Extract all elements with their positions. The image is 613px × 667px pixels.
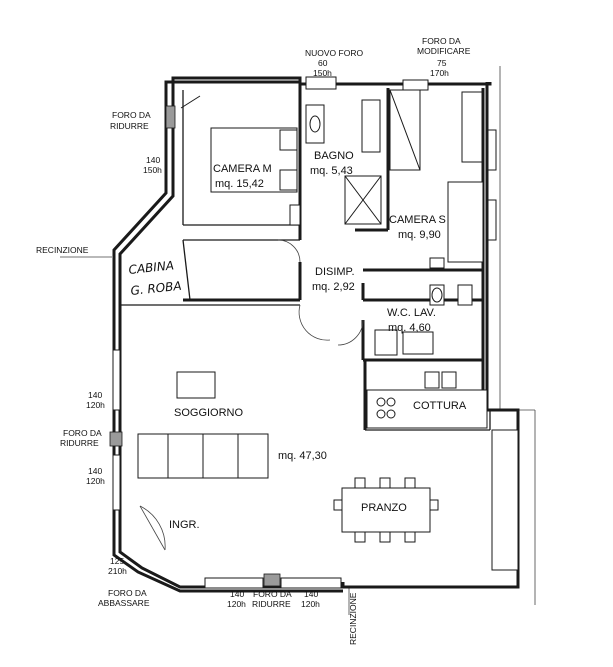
dim-left-upper-line2: 120h (86, 400, 105, 410)
cabina-line1: CABINA (128, 258, 175, 277)
soggiorno-area: mq. 47,30 (278, 450, 327, 462)
cottura-name: COTTURA (413, 400, 467, 412)
camera-s-area: mq. 9,90 (398, 229, 441, 241)
dim-left-lower-line2: 120h (86, 476, 105, 486)
wc-lav-area: mq. 4,60 (388, 322, 431, 334)
cottura-fixtures (366, 371, 488, 429)
wc-fixtures (374, 284, 473, 356)
foro-modificare-line1: FORO DA (422, 36, 461, 46)
foro-abbassare-line2: ABBASSARE (98, 598, 150, 608)
dim-125-210-line2: 210h (108, 566, 127, 576)
room-labels: CAMERA M mq. 15,42 BAGNO mq. 5,43 CAMERA… (128, 150, 467, 531)
disimp-area: mq. 2,92 (312, 281, 355, 293)
foro-ridurre-top-line1: FORO DA (112, 110, 151, 120)
dim-bottom-right-line2: 120h (301, 599, 320, 609)
foro-modificare-line2: MODIFICARE (417, 46, 471, 56)
recinzione-bottom: RECINZIONE (348, 592, 358, 645)
dim-left-lower-line1: 140 (88, 466, 102, 476)
soggiorno-furniture (137, 371, 269, 479)
foro-ridurre-bottom-line1: FORO DA (253, 589, 292, 599)
dim-140-150-line1: 140 (146, 155, 160, 165)
dim-left-upper-line1: 140 (88, 390, 102, 400)
camera-m-area: mq. 15,42 (215, 178, 264, 190)
dim-140-150-line2: 150h (143, 165, 162, 175)
pranzo-table (333, 477, 439, 543)
ingr-name: INGR. (169, 519, 200, 531)
dim-bottom-left-line2: 120h (227, 599, 246, 609)
annotations: NUOVO FORO 60 150h FORO DA MODIFICARE 75… (36, 36, 471, 645)
bagno-name: BAGNO (314, 150, 354, 162)
foro-modificare-line3: 75 (437, 58, 447, 68)
wc-lav-name: W.C. LAV. (387, 307, 436, 319)
recinzione-left: RECINZIONE (36, 245, 89, 255)
bagno-area: mq. 5,43 (310, 165, 353, 177)
nuovo-foro-line2: 60 (318, 58, 328, 68)
disimp-name: DISIMP. (315, 266, 355, 278)
dim-bottom-left-line1: 140 (230, 589, 244, 599)
foro-ridurre-bottom-line2: RIDURRE (252, 599, 291, 609)
doors (139, 239, 364, 551)
foro-modificare-line4: 170h (430, 68, 449, 78)
soggiorno-name: SOGGIORNO (174, 407, 244, 419)
camera-s-name: CAMERA S (389, 214, 446, 226)
camera-s-furniture (389, 89, 484, 269)
windows (109, 76, 519, 589)
pranzo-name: PRANZO (361, 502, 407, 514)
bagno-fixtures (305, 99, 382, 225)
nuovo-foro-line3: 150h (313, 68, 332, 78)
foro-abbassare-line1: FORO DA (108, 588, 147, 598)
foro-ridurre-left-line1: FORO DA (63, 428, 102, 438)
dim-125-210-line1: 125 (110, 556, 124, 566)
foro-ridurre-top-line2: RIDURRE (110, 121, 149, 131)
cabina-line2: G. ROBA (130, 279, 182, 298)
camera-m-name: CAMERA M (213, 163, 272, 175)
dim-bottom-right-line1: 140 (304, 589, 318, 599)
nuovo-foro-line1: NUOVO FORO (305, 48, 363, 58)
foro-ridurre-left-line2: RIDURRE (60, 438, 99, 448)
camera-m-furniture (180, 90, 301, 226)
